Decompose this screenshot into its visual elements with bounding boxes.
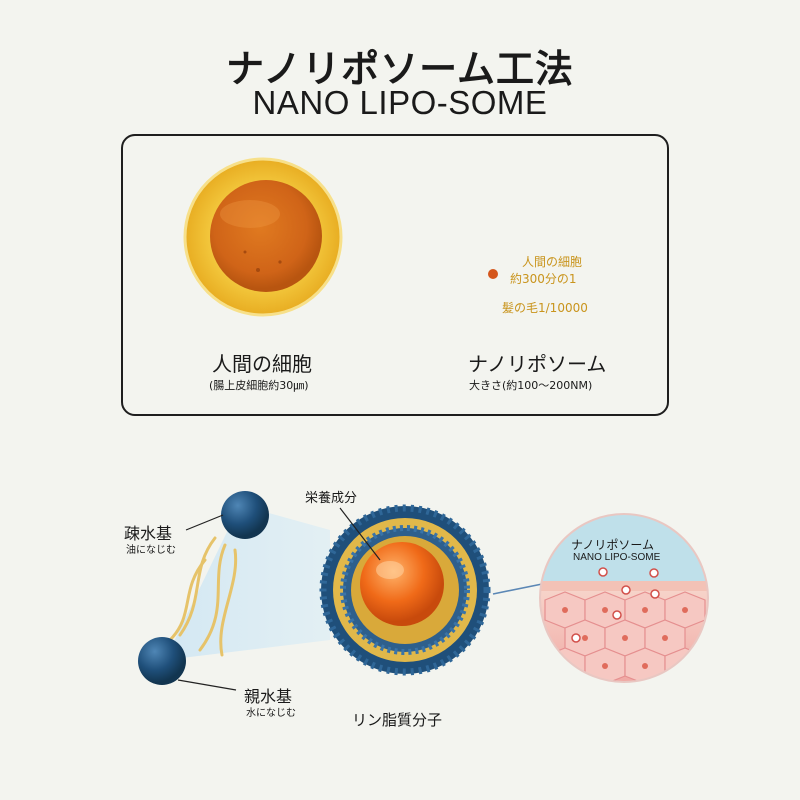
skin-title-en: NANO LIPO-SOME	[573, 552, 661, 563]
ratio-cell-line1: 人間の細胞	[522, 255, 583, 269]
human-cell-label: 人間の細胞	[212, 352, 312, 376]
hydrophobic-pointer	[185, 514, 224, 531]
hydrophilic-note: 水になじむ	[246, 708, 296, 719]
comparison-box	[121, 134, 669, 416]
hydrophobic-head-icon	[221, 491, 269, 539]
human-cell-icon	[183, 157, 343, 317]
page-title-en: NANO LIPO-SOME	[252, 84, 548, 121]
nano-liposome-label: ナノリポソーム	[468, 352, 607, 376]
hydrophilic-pointer	[177, 679, 237, 691]
liposome-icon	[319, 504, 491, 676]
nano-liposome-size-note: 大きさ(約100〜200NM)	[469, 379, 593, 392]
hydrophilic-label: 親水基	[244, 687, 293, 706]
phospholipid-label: リン脂質分子	[352, 711, 443, 729]
skin-title-jp: ナノリポソーム	[571, 538, 655, 552]
hydrophobic-label: 疎水基	[124, 524, 173, 543]
hydrophobic-note: 油になじむ	[126, 545, 176, 556]
ratio-cell-line2: 約300分の1	[510, 272, 577, 286]
zoom-beam	[165, 505, 330, 660]
page-title-jp: ナノリポソーム工法	[226, 47, 574, 91]
phospholipid-tails	[168, 536, 238, 657]
nano-liposome-dot	[488, 269, 498, 279]
hydrophilic-head-icon	[138, 637, 186, 685]
human-cell-size-note: (腸上皮細胞約30㎛)	[209, 379, 309, 392]
nutrient-label: 栄養成分	[305, 491, 358, 506]
nutrient-pointer	[339, 507, 381, 561]
ratio-hair: 髪の毛1/10000	[502, 301, 588, 315]
